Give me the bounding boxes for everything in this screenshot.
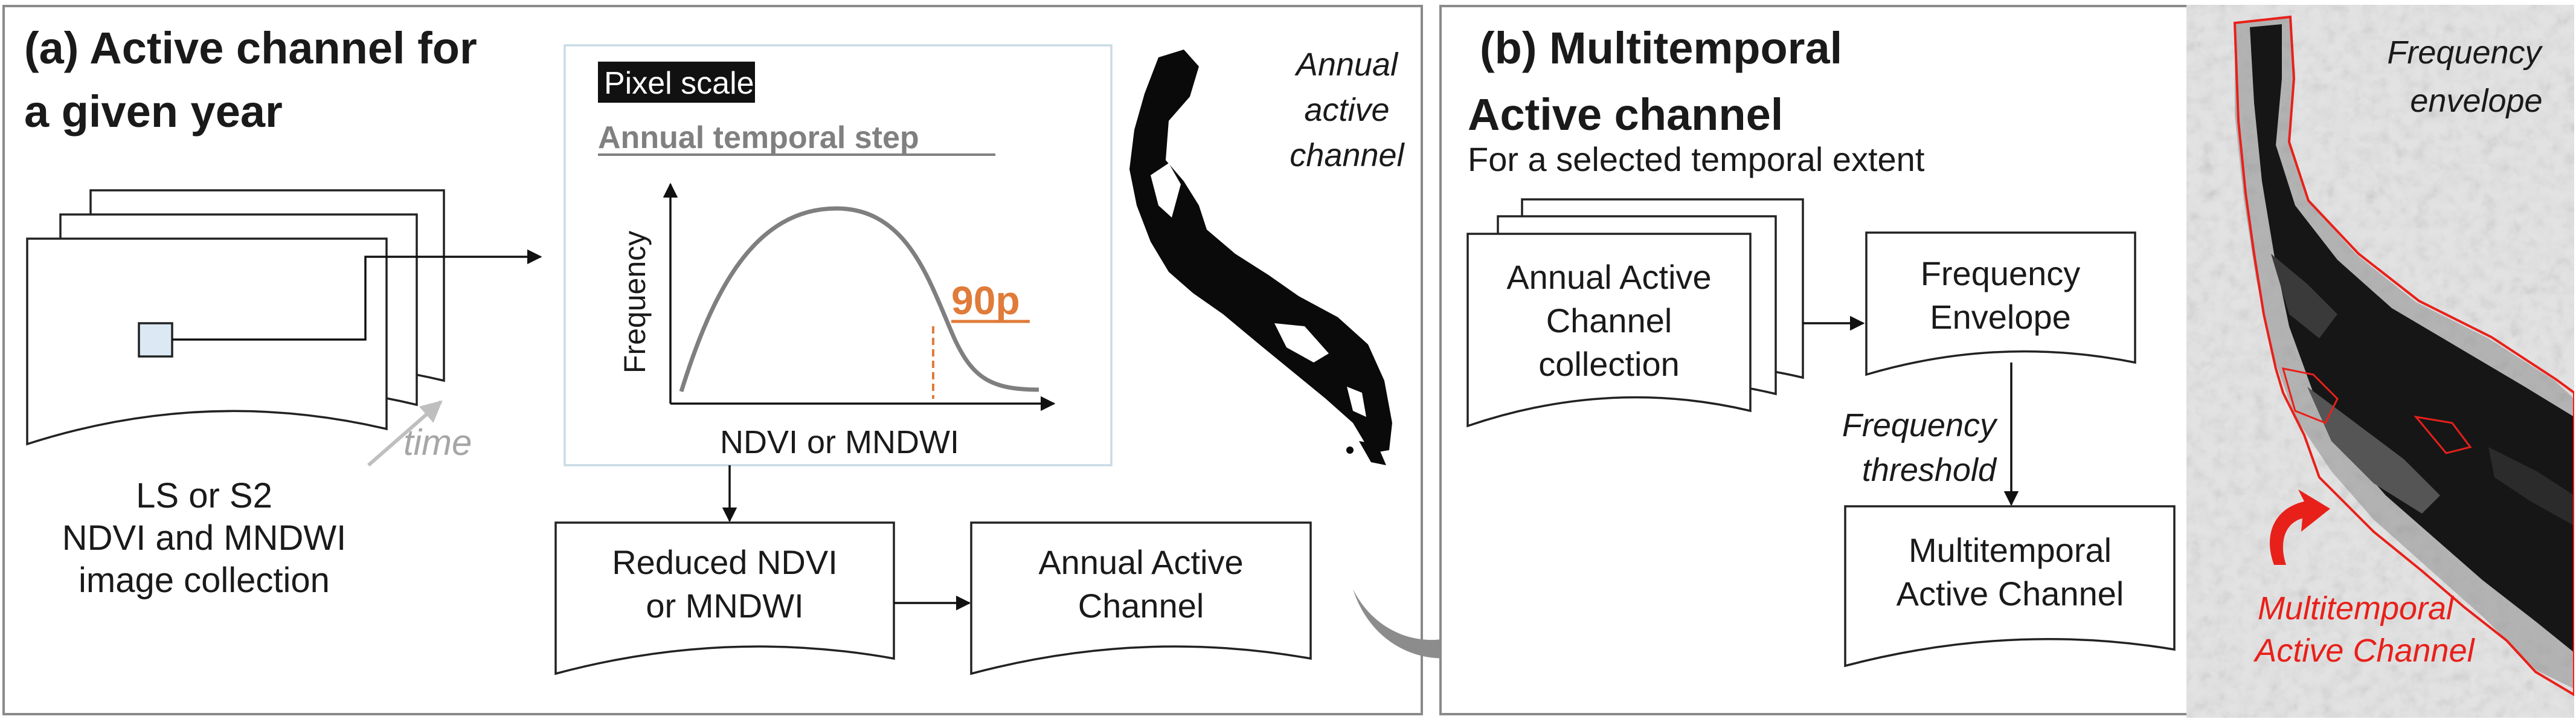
red-pointer-arrow (2270, 489, 2330, 565)
panel-b-title: (b) Multitemporal (1480, 23, 1842, 73)
annual-out-label-line2: Channel (1078, 587, 1204, 625)
collection-label-line2: NDVI and MNDWI (62, 518, 347, 558)
b-collection-line2: Channel (1546, 301, 1672, 340)
reduced-label-line2: or MNDWI (646, 587, 803, 625)
percentile-label: 90p (951, 278, 1020, 323)
multitemporal-channel-box (1844, 505, 2176, 668)
map-a-label-line1: Annual (1294, 47, 1399, 83)
map-b-label-line2: envelope (2410, 83, 2542, 119)
map-b-label-line1: Frequency (2387, 34, 2543, 71)
frequency-curve (679, 206, 1039, 393)
annual-collection-stack (1466, 198, 1804, 428)
collection-label-line3: image collection (79, 561, 330, 600)
map-a-label-line3: channel (1290, 137, 1405, 173)
time-arrow (367, 400, 443, 467)
output-label-line1: Multitemporal (1909, 531, 2112, 569)
annual-out-label-line1: Annual Active (1038, 543, 1243, 581)
histogram-x-label: NDVI or MNDWI (720, 424, 959, 460)
envelope-label-line1: Frequency (1921, 254, 2081, 292)
envelope-label-line2: Envelope (1930, 298, 2071, 336)
histogram-y-label: Frequency (618, 231, 652, 373)
image-collection-stack (26, 189, 445, 446)
panel-a-title: (a) Active channel for (24, 23, 477, 73)
b-collection-line1: Annual Active (1506, 258, 1711, 296)
collection-label-line1: LS or S2 (136, 476, 272, 515)
panel-b-title-line2: Active channel (1468, 89, 1783, 140)
map-b-red-label-line1: Multitemporal (2258, 590, 2455, 627)
panel-a-title-line2: a given year (24, 86, 283, 137)
pixel-scale-label: Pixel scale (604, 66, 754, 101)
annual-channel-map (1129, 50, 1392, 465)
panel-b-subtitle: For a selected temporal extent (1468, 140, 1925, 178)
pixel-scale-badge (598, 62, 755, 103)
pixel-to-histogram-arrow (172, 249, 542, 341)
annual-channel-box (970, 521, 1312, 675)
output-label-line2: Active Channel (1897, 575, 2124, 613)
histogram-box (564, 44, 1113, 466)
map-a-label-line2: active (1304, 92, 1389, 128)
frequency-envelope-box (1865, 231, 2136, 376)
b-collection-line3: collection (1538, 345, 1679, 383)
reduced-label-line1: Reduced NDVI (612, 543, 838, 581)
frequency-envelope-map (2186, 5, 2574, 718)
threshold-label-line1: Frequency (1842, 407, 1998, 443)
annual-step-label: Annual temporal step (598, 120, 919, 155)
threshold-label-line2: threshold (1862, 452, 1997, 488)
pixel-square (138, 322, 173, 358)
time-label: time (403, 422, 472, 463)
map-b-red-label-line2: Active Channel (2253, 633, 2475, 669)
reduced-ndvi-box (554, 521, 895, 675)
